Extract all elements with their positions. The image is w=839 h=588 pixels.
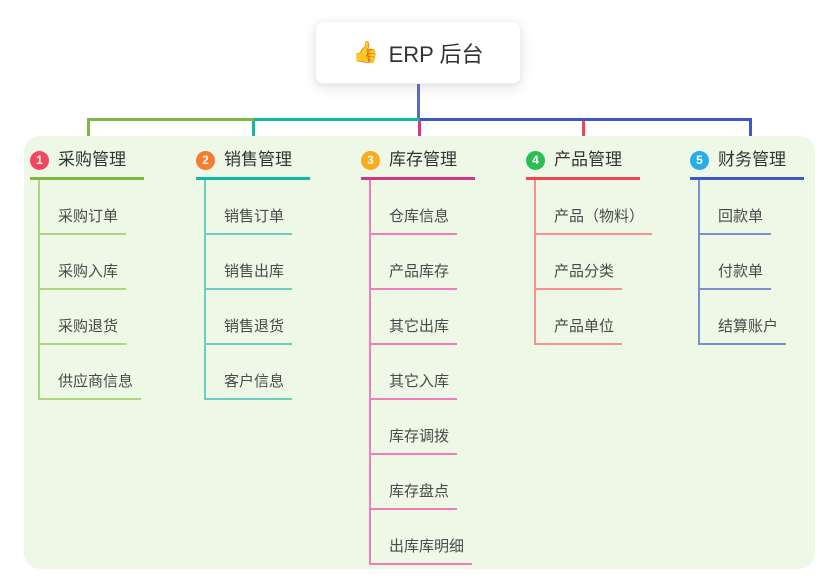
branch-label: 产品管理 [554,150,622,169]
branch-label: 财务管理 [718,150,786,169]
branch-number-badge: 2 [196,150,215,170]
branch-number-badge: 1 [30,150,49,170]
branch-children-list: 回款单 付款单 结算账户 [698,180,804,345]
branch-heading[interactable]: 5 财务管理 [690,148,804,180]
child-node[interactable]: 销售订单 [206,180,293,235]
child-node[interactable]: 付款单 [700,235,772,290]
root-node[interactable]: 👍 ERP 后台 [315,21,521,84]
root-label: ERP 后台 [388,41,484,67]
child-node[interactable]: 回款单 [700,180,772,235]
branch-number-badge: 3 [361,150,380,170]
child-node[interactable]: 采购退货 [40,290,127,345]
branch-number-badge: 5 [690,150,709,170]
branch-label: 销售管理 [224,150,292,169]
child-node[interactable]: 产品库存 [371,235,458,290]
branch-label: 库存管理 [389,150,457,169]
branch-drop-line [749,118,752,147]
branch-children-list: 产品（物料） 产品分类 产品单位 [534,180,653,345]
branch-column: 5 财务管理 回款单 付款单 结算账户 [690,148,804,345]
child-node[interactable]: 出库库明细 [371,510,473,565]
child-node[interactable]: 客户信息 [206,345,293,400]
child-node[interactable]: 库存盘点 [371,455,458,510]
branch-label: 采购管理 [58,150,126,169]
child-node[interactable]: 销售出库 [206,235,293,290]
child-node[interactable]: 其它出库 [371,290,458,345]
root-connector-line [417,84,420,120]
branch-drop-line [418,118,421,147]
branch-number-badge: 4 [526,150,545,170]
branch-heading[interactable]: 4 产品管理 [526,148,640,180]
connector-bus-segment [87,118,254,121]
child-node[interactable]: 采购订单 [40,180,127,235]
branch-heading[interactable]: 2 销售管理 [196,148,310,180]
child-node[interactable]: 产品单位 [536,290,623,345]
child-node[interactable]: 结算账户 [700,290,787,345]
child-node[interactable]: 产品分类 [536,235,623,290]
mindmap-canvas: 1 采购管理 采购订单 采购入库 采购退货 供应商信息 2 销售管理 销售订单 … [24,136,815,569]
child-node[interactable]: 仓库信息 [371,180,458,235]
branch-children-list: 仓库信息 产品库存 其它出库 其它入库 库存调拨 库存盘点 出库库明细 [369,180,475,565]
connector-bus-segment [420,118,752,121]
branch-children-list: 销售订单 销售出库 销售退货 客户信息 [204,180,310,400]
branch-drop-line [87,118,90,147]
connector-bus-segment [254,118,420,121]
thumbs-up-icon: 👍 [352,40,379,64]
child-node[interactable]: 产品（物料） [536,180,653,235]
branch-column: 3 库存管理 仓库信息 产品库存 其它出库 其它入库 库存调拨 库存盘点 出库库… [361,148,475,565]
child-node[interactable]: 采购入库 [40,235,127,290]
child-node[interactable]: 其它入库 [371,345,458,400]
branch-column: 4 产品管理 产品（物料） 产品分类 产品单位 [526,148,653,345]
branch-drop-line [252,118,255,147]
child-node[interactable]: 销售退货 [206,290,293,345]
branch-column: 1 采购管理 采购订单 采购入库 采购退货 供应商信息 [30,148,144,400]
branch-heading[interactable]: 3 库存管理 [361,148,475,180]
branch-heading[interactable]: 1 采购管理 [30,148,144,180]
child-node[interactable]: 供应商信息 [40,345,142,400]
branch-children-list: 采购订单 采购入库 采购退货 供应商信息 [38,180,144,400]
branch-column: 2 销售管理 销售订单 销售出库 销售退货 客户信息 [196,148,310,400]
branch-drop-line [582,118,585,147]
child-node[interactable]: 库存调拨 [371,400,458,455]
